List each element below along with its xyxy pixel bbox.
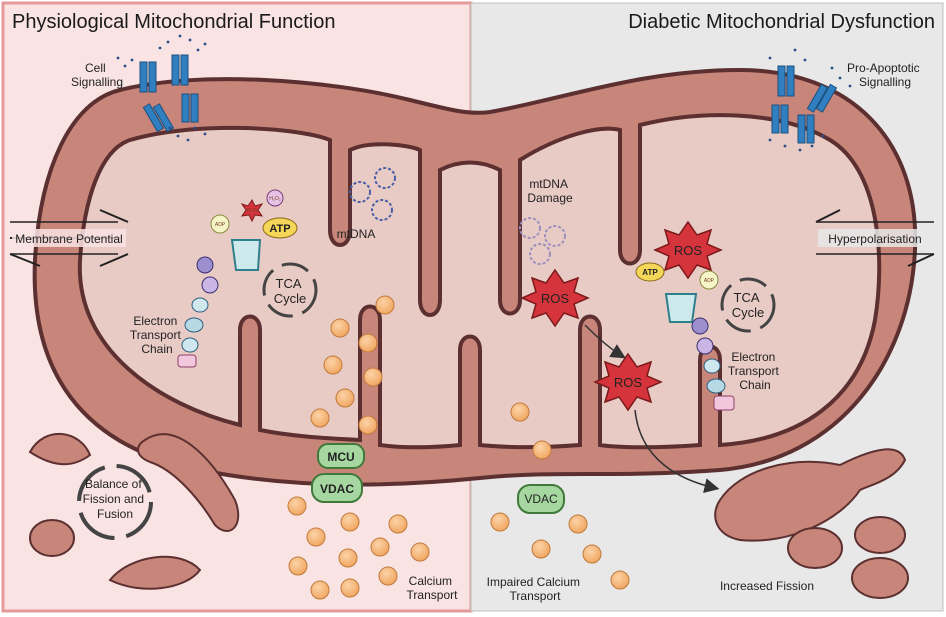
calcium-right-outside [490,512,630,590]
adp-right-icon [699,270,719,290]
mcu-label: MCU [327,450,354,464]
svg-text:ROS: ROS [614,375,643,390]
ros-left-small [240,199,264,223]
svg-text:ROS: ROS [541,291,570,306]
membrane-potential-label: Membrane Potential [15,232,122,246]
ros-right-1: ROS [520,268,590,328]
svg-text:ADP: ADP [215,222,226,228]
balance-label: Balance of Fission and Fusion [83,477,148,521]
increased-fission-label: Increased Fission [720,579,814,593]
adp-left-icon [210,214,230,234]
mtdna-left-icon [349,167,396,221]
vdac-left-label: VDAC [320,482,354,496]
h2o2-icon [266,189,284,207]
tca-right-label: TCA Cycle [732,290,765,320]
calcium-left-outside [287,496,430,600]
ros-right-3: ROS [653,220,723,280]
svg-text:ROS: ROS [674,243,703,258]
svg-text:ATP: ATP [269,223,290,235]
svg-text:ROS: ROS [247,208,259,214]
svg-text:H₂O₂: H₂O₂ [269,196,280,202]
atp-right-icon [635,262,665,282]
etc-right-label: Electron Transport Chain [728,350,782,392]
fission-arrow [634,409,720,493]
vdac-left-channel [311,473,363,503]
small-mitochondria-left [28,433,240,590]
tca-right [720,277,776,333]
mtdna-label: mtDNA [337,227,376,241]
hyperpolarisation-arrow: Hyperpolarisation [815,209,935,267]
ros-right-2: ROS [593,352,663,412]
tca-left-label: TCA Cycle [274,276,307,306]
cell-signalling-receptors [139,54,199,133]
signalling-dots [116,34,852,152]
atp-left-icon [262,217,298,239]
svg-text:ATP: ATP [642,268,658,277]
pro-apoptotic-receptors [771,65,838,144]
balance-cycle [77,464,153,540]
calcium-transport-label: Calcium Transport [407,574,459,602]
right-title: Diabetic Mitochondrial Dysfunction [628,11,935,33]
mtdna-damage-icon [519,217,566,265]
left-title: Physiological Mitochondrial Function [12,11,336,33]
calcium-right-inside [510,402,552,460]
mtdna-damage-label: mtDNA Damage [527,177,573,205]
impaired-calcium-label: Impaired Calcium Transport [487,575,584,603]
vdac-right-label: VDAC [524,492,558,506]
mcu-channel [317,443,365,469]
vdac-right-channel [517,484,565,514]
ros-arrow [584,324,626,359]
pro-apoptotic-label: Pro-Apoptotic Signalling [847,61,923,89]
calcium-left-inside [310,295,395,435]
tca-left [262,262,318,318]
membrane-potential-arrow: Membrane Potential [9,209,129,267]
hyperpolarisation-label: Hyperpolarisation [828,232,921,246]
etc-right [664,293,735,411]
etc-left [177,239,262,368]
cell-signalling-label: Cell Signalling [71,61,123,89]
etc-left-label: Electron Transport Chain [130,314,184,356]
fission-mitochondria-right [714,448,909,599]
svg-text:ADP: ADP [704,278,715,284]
